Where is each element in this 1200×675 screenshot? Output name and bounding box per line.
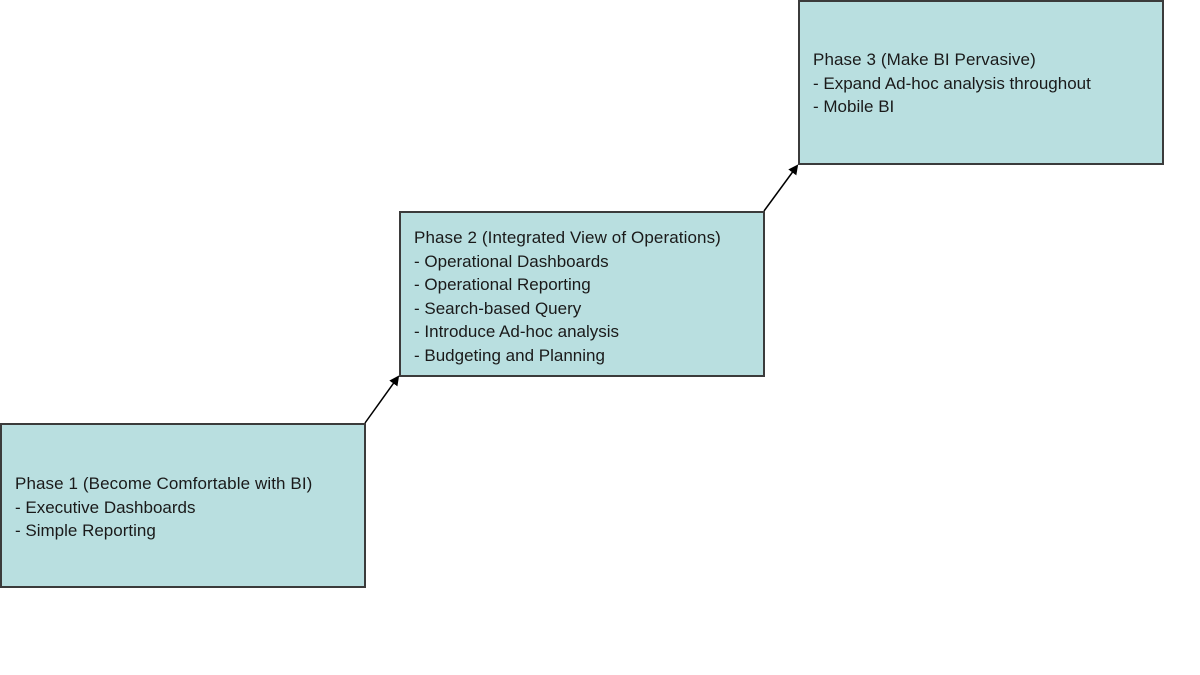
phase-1-item: Simple Reporting <box>15 519 358 543</box>
phase-1-item: Executive Dashboards <box>15 496 358 520</box>
phase-3-title: Phase 3 (Make BI Pervasive) <box>813 50 1036 69</box>
phase-2-item: Introduce Ad-hoc analysis <box>414 320 757 344</box>
phase-3-box: Phase 3 (Make BI Pervasive) Expand Ad-ho… <box>798 0 1164 165</box>
phase-2-item: Operational Reporting <box>414 273 757 297</box>
phase-3-item: Expand Ad-hoc analysis throughout <box>813 72 1156 96</box>
phase-1-title: Phase 1 (Become Comfortable with BI) <box>15 474 313 493</box>
phase-3-item-list: Expand Ad-hoc analysis throughout Mobile… <box>813 72 1156 119</box>
phase-3-item: Mobile BI <box>813 95 1156 119</box>
phase-2-item: Budgeting and Planning <box>414 344 757 368</box>
arrow-phase-2-to-phase-3 <box>763 164 799 212</box>
phase-1-item-list: Executive Dashboards Simple Reporting <box>15 496 358 543</box>
phase-2-item: Search-based Query <box>414 297 757 321</box>
phase-2-box: Phase 2 (Integrated View of Operations) … <box>399 211 765 377</box>
phase-2-item-list: Operational Dashboards Operational Repor… <box>414 250 757 368</box>
phase-2-item: Operational Dashboards <box>414 250 757 274</box>
arrow-phase-1-to-phase-2 <box>364 375 400 424</box>
phase-1-box: Phase 1 (Become Comfortable with BI) Exe… <box>0 423 366 588</box>
phase-2-title: Phase 2 (Integrated View of Operations) <box>414 228 721 247</box>
